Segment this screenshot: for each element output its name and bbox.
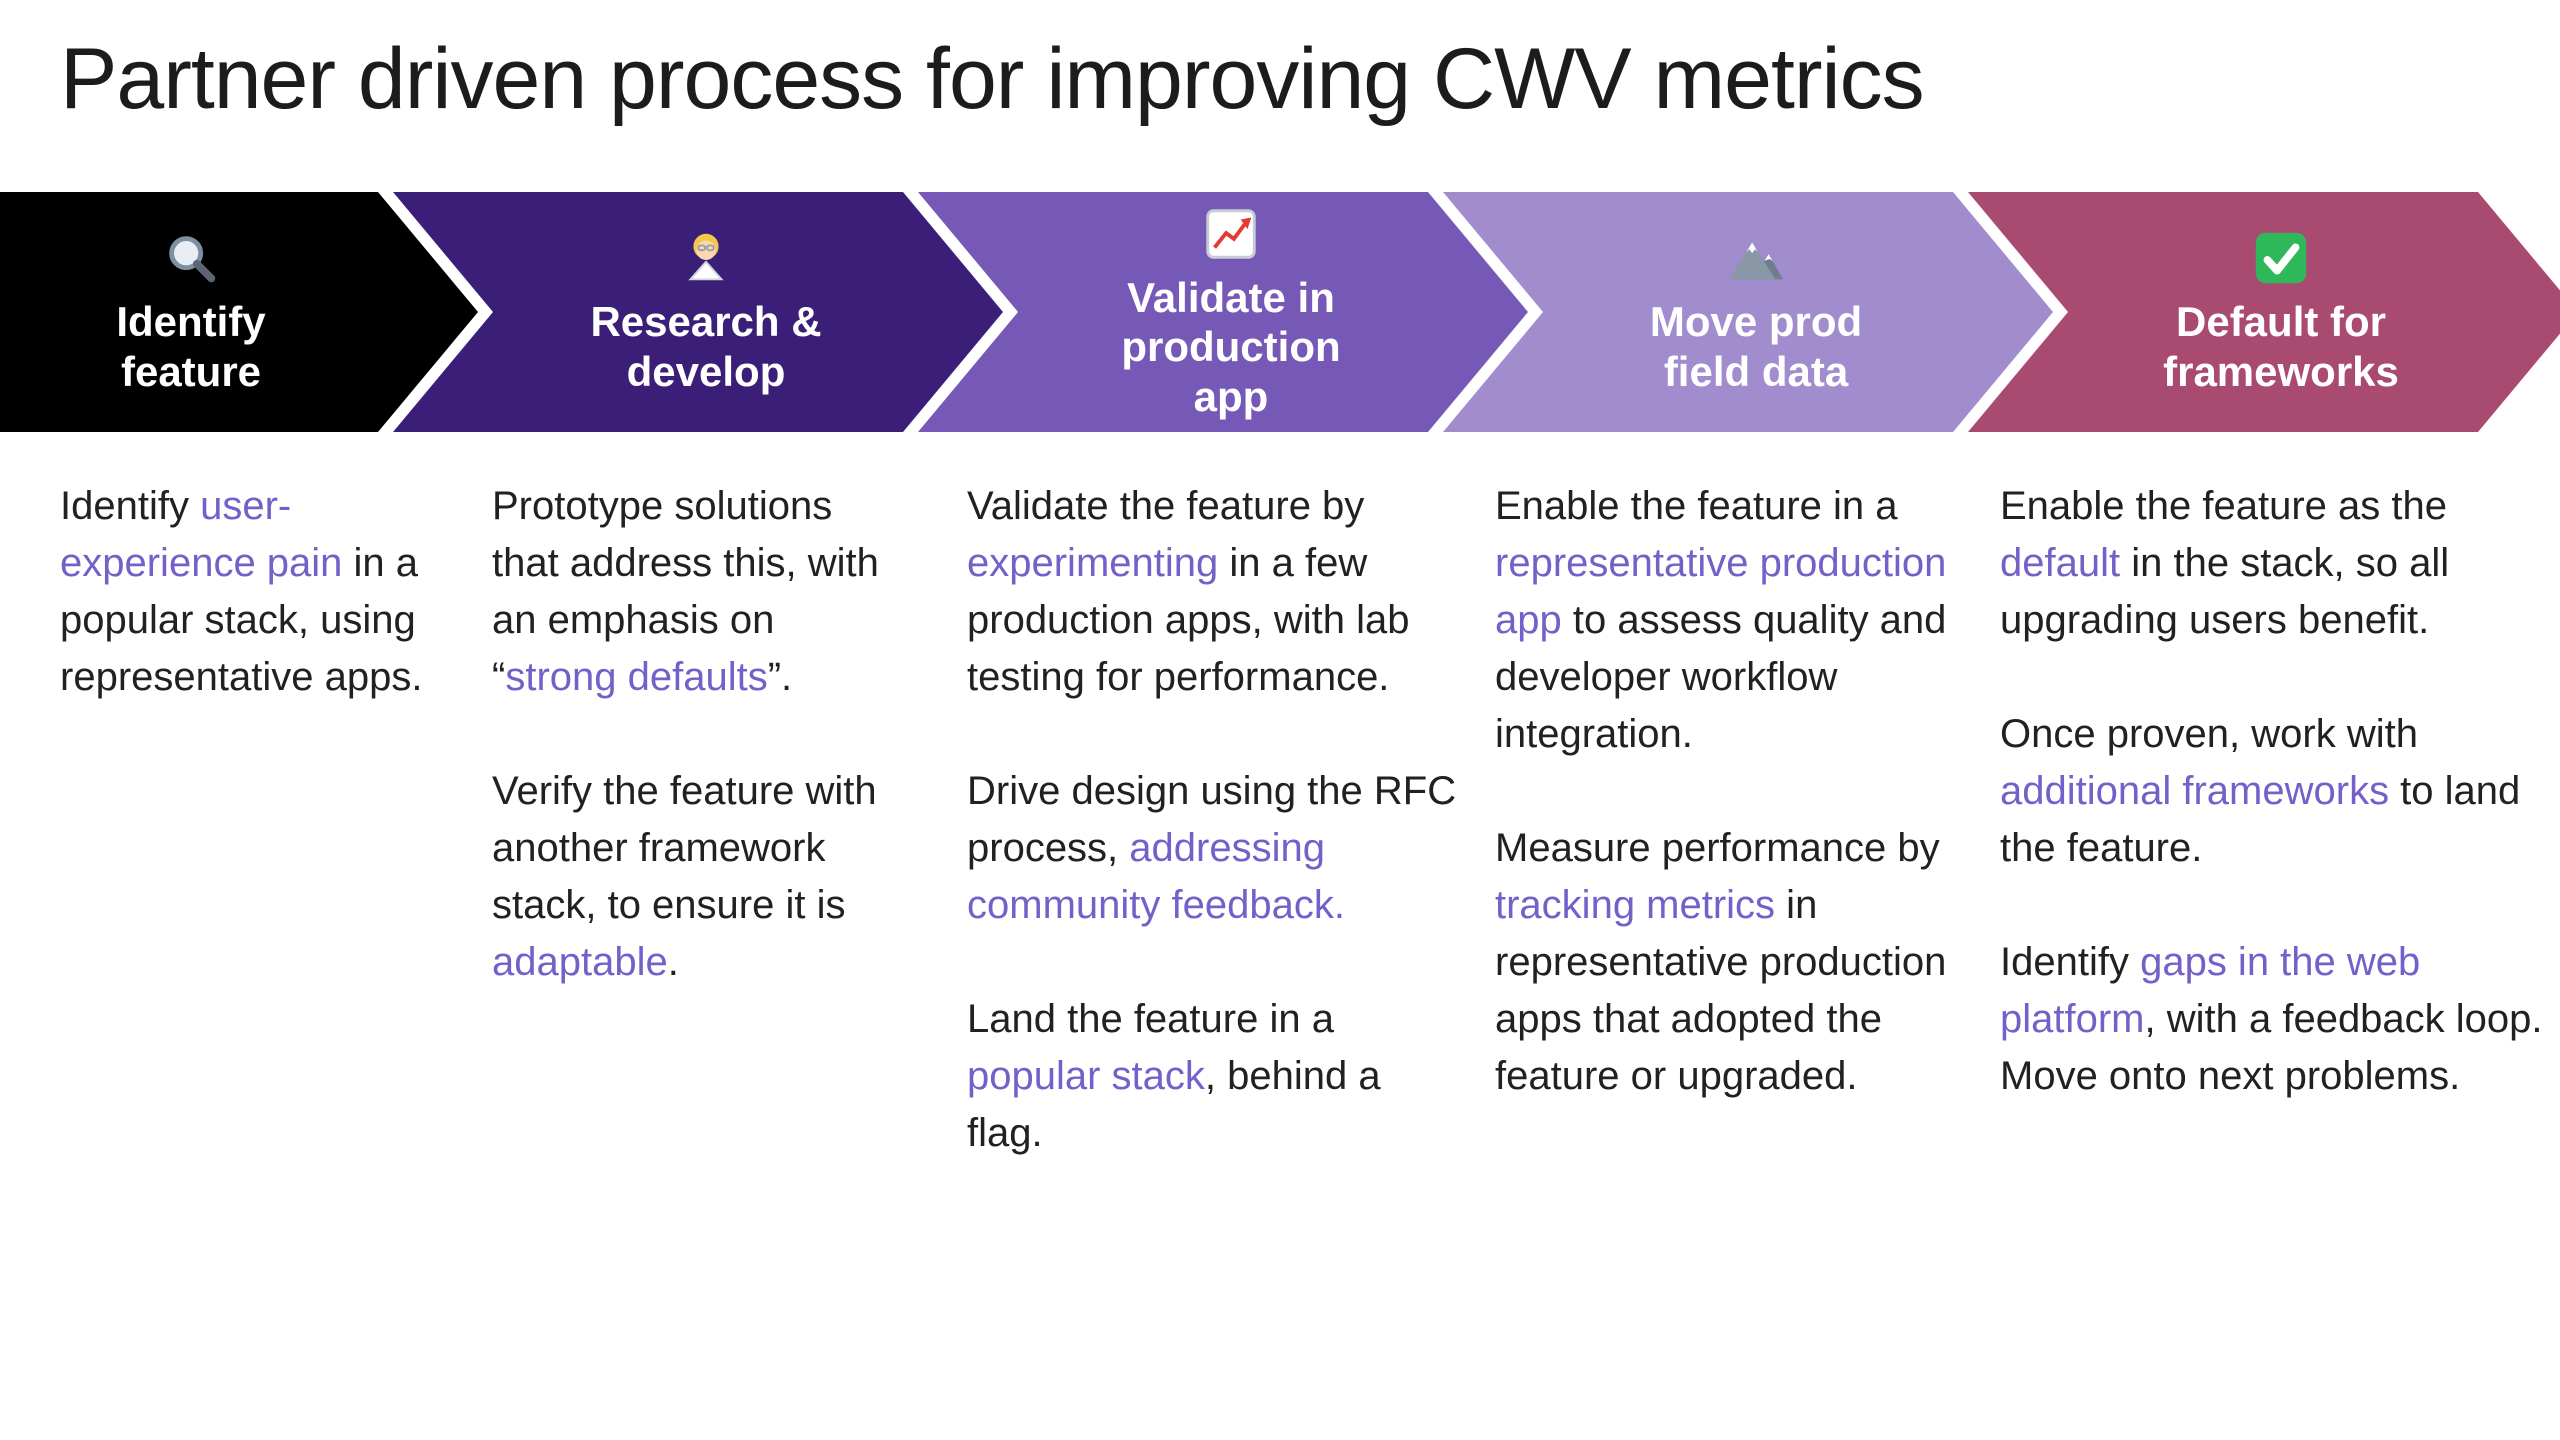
text: ”. bbox=[767, 655, 793, 699]
step-default-frameworks: Default for frameworks bbox=[1968, 192, 2560, 432]
process-flow: Identify feature Research & develop bbox=[0, 192, 2560, 432]
link-text[interactable]: representative production app bbox=[1495, 541, 1947, 642]
check-mark-icon bbox=[2250, 227, 2312, 289]
text: , with a feedback loop. Move onto next p… bbox=[2000, 997, 2543, 1098]
paragraph: Validate the feature by experimenting in… bbox=[967, 478, 1457, 706]
text: Measure performance by bbox=[1495, 826, 1940, 870]
magnifying-glass-icon bbox=[160, 227, 222, 289]
text: Once proven, work with bbox=[2000, 712, 2418, 756]
scientist-icon bbox=[675, 227, 737, 289]
link-text[interactable]: user-experience pain bbox=[60, 484, 343, 585]
link-text[interactable]: addressing community feedback. bbox=[967, 826, 1345, 927]
paragraph: Enable the feature in a representative p… bbox=[1495, 478, 1960, 763]
text: Land the feature in a bbox=[967, 997, 1334, 1041]
step-label: Research & develop bbox=[590, 298, 822, 395]
text: in the stack, so all upgrading users ben… bbox=[2000, 541, 2450, 642]
paragraph: Identify gaps in the web platform, with … bbox=[2000, 934, 2550, 1105]
step-move-prod-field-data: Move prod field data bbox=[1443, 192, 2053, 432]
text: Prototype solutions that address this, w… bbox=[492, 484, 879, 699]
text: in a few production apps, with lab testi… bbox=[967, 541, 1410, 699]
description-move-prod-field-data: Enable the feature in a representative p… bbox=[1495, 478, 1960, 1105]
chart-increasing-icon bbox=[1200, 203, 1262, 265]
step-label: Move prod field data bbox=[1649, 298, 1863, 395]
link-text[interactable]: gaps in the web platform bbox=[2000, 940, 2421, 1041]
step-label: Default for frameworks bbox=[2163, 298, 2399, 395]
text: . bbox=[667, 940, 679, 984]
step-research-develop: Research & develop bbox=[393, 192, 1003, 432]
link-text[interactable]: additional frameworks bbox=[2000, 769, 2390, 813]
text: in representative production apps that a… bbox=[1495, 883, 1947, 1098]
step-identify-feature: Identify feature bbox=[0, 192, 478, 432]
text: , behind a flag. bbox=[967, 1054, 1381, 1155]
paragraph: Enable the feature as the default in the… bbox=[2000, 478, 2550, 649]
text: Enable the feature as the bbox=[2000, 484, 2447, 528]
step-validate-production: Validate in production app bbox=[918, 192, 1528, 432]
step-label: Validate in production app bbox=[1121, 273, 1341, 420]
mountain-icon bbox=[1725, 227, 1787, 289]
text: Identify bbox=[60, 484, 201, 528]
link-text[interactable]: tracking metrics bbox=[1495, 883, 1776, 927]
text: Verify the feature with another framewor… bbox=[492, 769, 877, 927]
step-label: Identify feature bbox=[116, 298, 266, 395]
link-text[interactable]: default bbox=[2000, 541, 2121, 585]
text: Drive design using the RFC process, bbox=[967, 769, 1457, 870]
description-research-develop: Prototype solutions that address this, w… bbox=[492, 478, 900, 991]
paragraph: Once proven, work with additional framew… bbox=[2000, 706, 2550, 877]
link-text[interactable]: adaptable bbox=[492, 940, 668, 984]
link-text[interactable]: popular stack bbox=[967, 1054, 1205, 1098]
text: Enable the feature in a bbox=[1495, 484, 1898, 528]
paragraph: Drive design using the RFC process, addr… bbox=[967, 763, 1457, 934]
page-title: Partner driven process for improving CWV… bbox=[60, 31, 1925, 127]
paragraph: Prototype solutions that address this, w… bbox=[492, 478, 900, 706]
link-text[interactable]: strong defaults bbox=[505, 655, 768, 699]
text: Validate the feature by bbox=[967, 484, 1365, 528]
paragraph: Measure performance by tracking metrics … bbox=[1495, 820, 1960, 1105]
paragraph: Land the feature in a popular stack, beh… bbox=[967, 991, 1457, 1162]
paragraph: Verify the feature with another framewor… bbox=[492, 763, 900, 991]
description-identify-feature: Identify user-experience pain in a popul… bbox=[60, 478, 440, 706]
paragraph: Identify user-experience pain in a popul… bbox=[60, 478, 440, 706]
link-text[interactable]: experimenting bbox=[967, 541, 1219, 585]
description-validate-production: Validate the feature by experimenting in… bbox=[967, 478, 1457, 1162]
text: to assess quality and developer workflow… bbox=[1495, 598, 1947, 756]
text: Identify bbox=[2000, 940, 2141, 984]
text: in a popular stack, using representative… bbox=[60, 541, 423, 699]
description-default-frameworks: Enable the feature as the default in the… bbox=[2000, 478, 2550, 1105]
text: to land the feature. bbox=[2000, 769, 2521, 870]
